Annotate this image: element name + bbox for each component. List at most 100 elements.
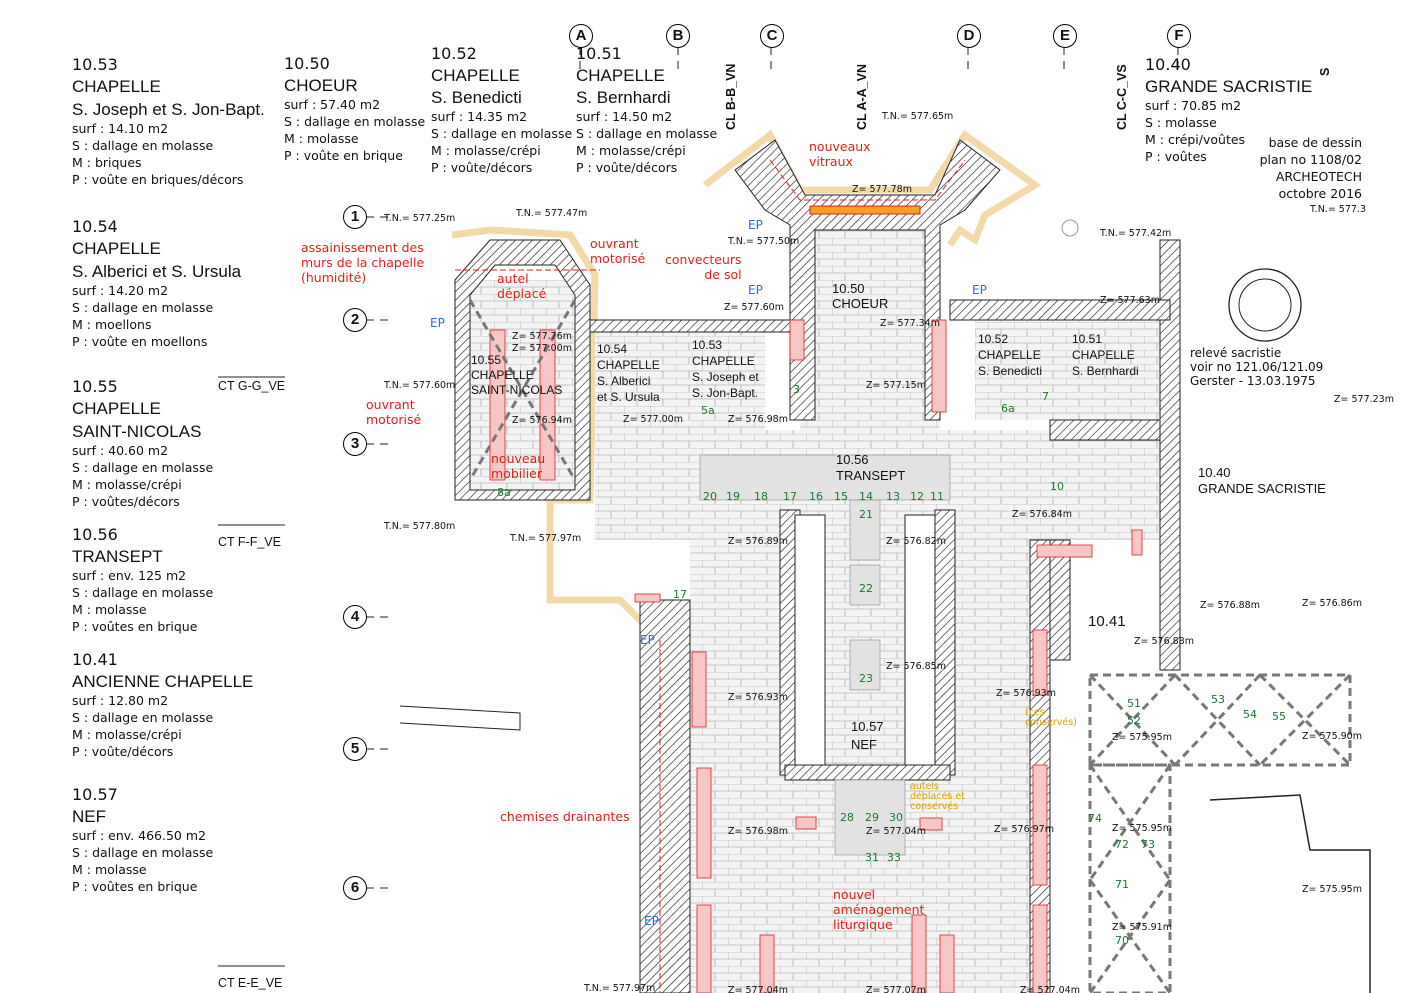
room-number: 10.54 xyxy=(72,217,118,236)
elevation-label: Z= 577.23m xyxy=(1334,394,1394,405)
seat-number: 3 xyxy=(793,383,800,396)
elevation-label: Z= 577.00m xyxy=(623,414,683,425)
elevation-label: Z= 575.95m xyxy=(1302,884,1362,895)
elevation-label: T.N.= 577.47m xyxy=(516,208,588,219)
grid-marker-3: 3 xyxy=(343,432,367,456)
label-line: NEF xyxy=(851,737,877,752)
seat-number: 33 xyxy=(887,851,901,864)
seat-number: 29 xyxy=(865,811,879,824)
section-s: S xyxy=(1318,67,1332,76)
note-line: plan no 1108/02 xyxy=(1259,152,1362,167)
elevation-label: T.N.= 577.97m xyxy=(584,983,656,993)
label-line: 10.51 xyxy=(1072,332,1103,346)
note-line: voir no 121.06/121.09 xyxy=(1190,360,1324,374)
annotation-line: ouvrant xyxy=(366,397,415,412)
section-cl-b-b: CL B-B_VN xyxy=(724,63,738,130)
room-number: 10.55 xyxy=(72,377,118,396)
ep-marker: EP xyxy=(430,316,445,330)
elevation-label: Z= 575.90m xyxy=(1302,731,1362,742)
annotation-line: autel xyxy=(497,271,529,286)
room-name: CHOEUR xyxy=(284,76,358,95)
elevation-label: Z= 575.95m xyxy=(1112,732,1172,743)
annotation-line: motorisé xyxy=(366,412,422,427)
label-line: 10.50 xyxy=(832,281,865,296)
elevation-label: Z= 577.78m xyxy=(852,184,912,195)
room-walls: M : molasse/crépi xyxy=(431,143,541,158)
annotation-line: liturgique xyxy=(833,917,893,932)
room-walls: M : molasse xyxy=(72,862,147,877)
room-type: CHAPELLE xyxy=(72,77,161,96)
seat-number: 6a xyxy=(1001,402,1015,415)
annotation-line: ouvrant xyxy=(590,236,639,251)
room-walls: M : molasse/crépi xyxy=(72,727,182,742)
room-surface: surf : 12.80 m2 xyxy=(72,693,169,708)
sacristy-survey-note: relevé sacristie voir no 121.06/121.09 G… xyxy=(1190,346,1323,388)
room-floor: S : dallage en molasse xyxy=(72,845,214,860)
elevation-label: Z= 577.04m xyxy=(1020,985,1080,993)
note-line: Gerster - 13.03.1975 xyxy=(1190,374,1316,388)
grid-marker-c: C xyxy=(760,24,784,48)
room-floor: S : dallage en molasse xyxy=(72,710,214,725)
seat-number: 7 xyxy=(1042,390,1049,403)
annotation-line: motorisé xyxy=(590,251,646,266)
label-line: SAINT-NICOLAS xyxy=(471,383,563,397)
elevation-label: Z= 577.34m xyxy=(880,318,940,329)
seat-number: 31 xyxy=(865,851,879,864)
label-line: 10.52 xyxy=(978,332,1009,346)
annotation-line: nouveau xyxy=(491,451,546,466)
annotation-line: (ces xyxy=(1025,707,1045,718)
room-walls: M : crépi/voûtes xyxy=(1145,132,1246,147)
seat-number: 13 xyxy=(886,490,900,503)
seat-number: 55 xyxy=(1272,710,1286,723)
elevation-label: Z= 575.95m xyxy=(1112,823,1172,834)
annotation-line: conservés) xyxy=(1025,717,1077,728)
label-line: CHAPELLE xyxy=(978,348,1041,362)
label-line: CHAPELLE xyxy=(597,358,660,372)
room-ceiling: P : voûtes en brique xyxy=(72,879,198,894)
label-line: GRANDE SACRISTIE xyxy=(1198,481,1326,496)
elevation-label: T.N.= 577.60m xyxy=(384,380,456,391)
seat-number: 52 xyxy=(1127,714,1141,727)
annotation-line: assainissement des xyxy=(301,240,424,255)
label-line: CHOEUR xyxy=(832,296,889,311)
label-line: 10.56 xyxy=(836,452,869,467)
seat-number: 17 xyxy=(673,588,687,601)
label-line: CHAPELLE xyxy=(692,354,755,368)
seat-number: 8a xyxy=(497,486,511,499)
room-floor: S : dallage en molasse xyxy=(72,460,214,475)
room-name: GRANDE SACRISTIE xyxy=(1145,77,1313,96)
seat-number: 70 xyxy=(1115,934,1129,947)
section-ct-e-e: CT E-E_VE xyxy=(218,976,283,990)
room-surface: surf : env. 125 m2 xyxy=(72,568,187,583)
seat-number: 23 xyxy=(859,672,873,685)
seat-number: 22 xyxy=(859,582,873,595)
grid-marker-b: B xyxy=(666,24,690,48)
room-ceiling: P : voûte/décors xyxy=(431,160,533,175)
room-name: NEF xyxy=(72,807,106,826)
annotation-line: mobilier xyxy=(491,466,543,481)
room-type: CHAPELLE xyxy=(72,239,161,258)
room-ceiling: P : voûte/décors xyxy=(72,744,174,759)
grid-marker-1: 1 xyxy=(343,205,367,229)
chapel-saint-nicolas-wall xyxy=(454,239,591,501)
label-line: 10.57 xyxy=(851,719,884,734)
annotation-line: de sol xyxy=(704,267,742,282)
elevation-label: Z= 576.86m xyxy=(1302,598,1362,609)
room-ceiling: P : voûte en briques/décors xyxy=(72,172,244,187)
seat-number: 71 xyxy=(1115,878,1129,891)
section-ct-f-f: CT F-F_VE xyxy=(218,535,281,549)
room-walls: M : molasse/crépi xyxy=(576,143,686,158)
elevation-label: Z= 576.89m xyxy=(728,536,788,547)
seat-number: 11 xyxy=(930,490,944,503)
elevation-label: Z= 577.07m xyxy=(866,985,926,993)
room-number: 10.52 xyxy=(431,44,477,63)
elevation-label: Z= 577.15m xyxy=(866,380,926,391)
annotation-line: murs de la chapelle xyxy=(301,255,425,270)
ep-marker: EP xyxy=(640,633,655,647)
room-ceiling: P : voûte en brique xyxy=(284,148,403,163)
elevation-label: Z= 576.97m xyxy=(994,824,1054,835)
